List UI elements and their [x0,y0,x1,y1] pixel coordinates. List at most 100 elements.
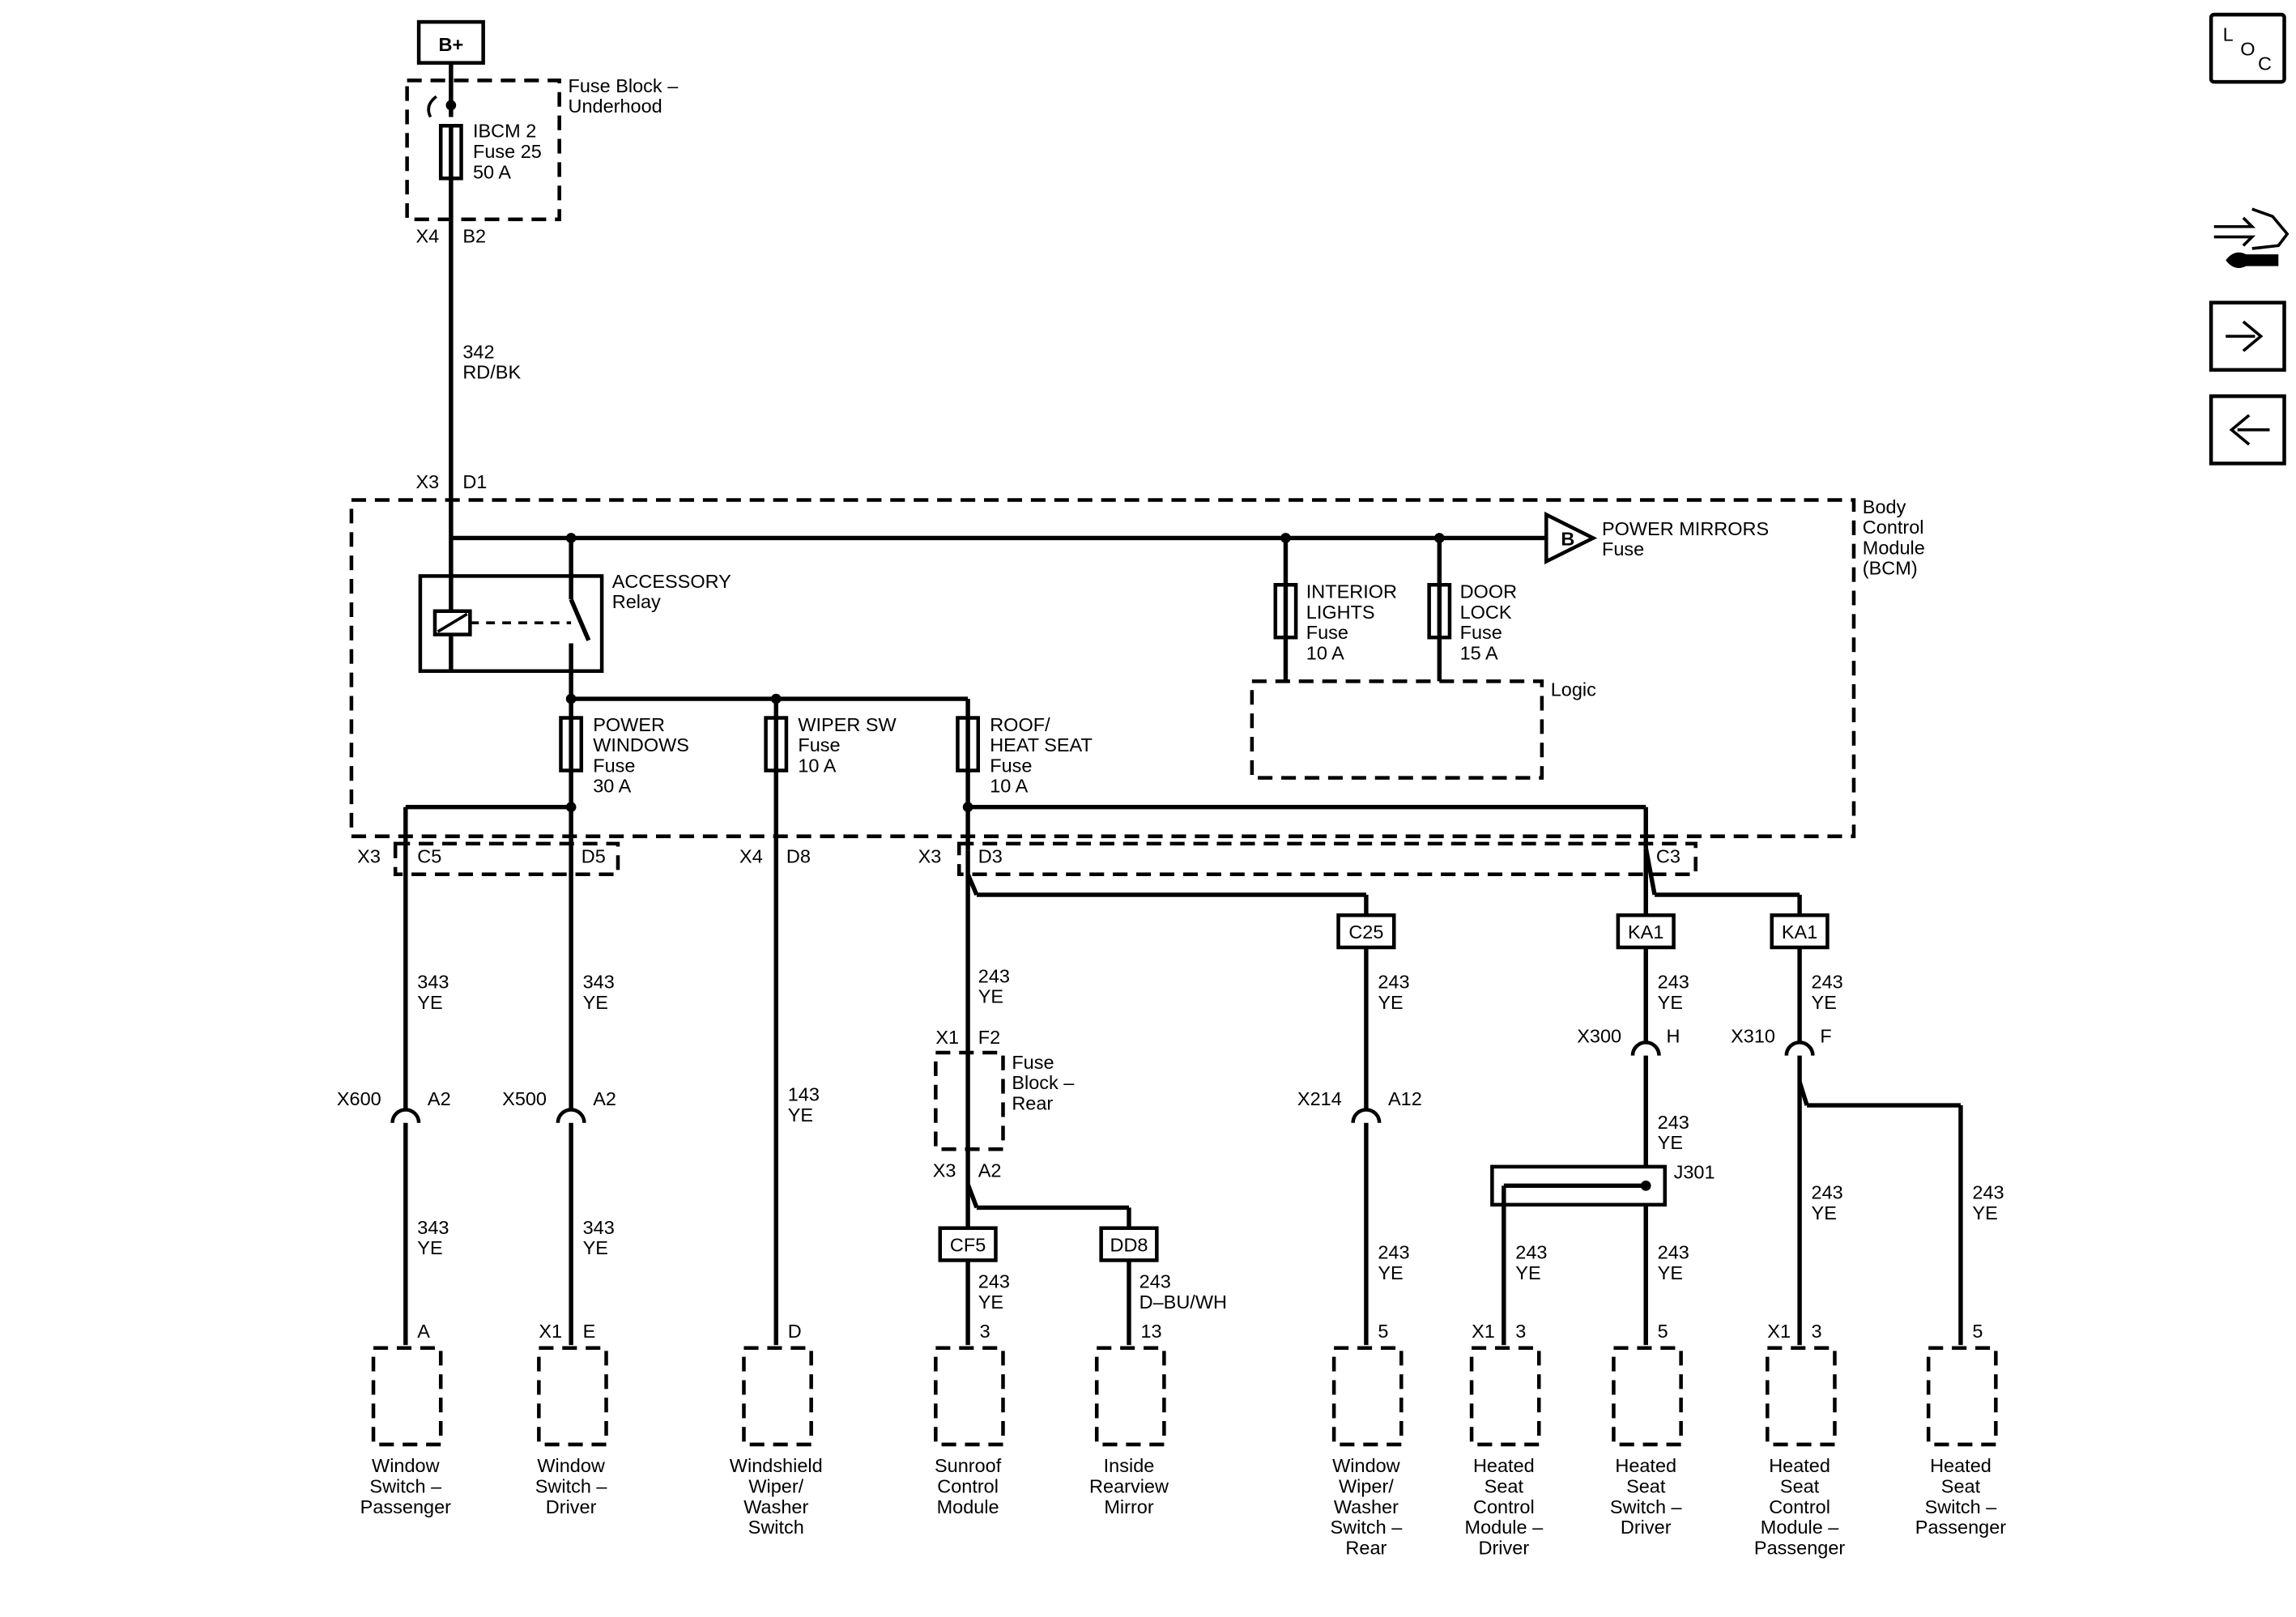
component-pin-conn: X1 [1472,1321,1495,1342]
inline-conn-x310 [1784,1040,1815,1056]
splice-dd8 [1099,1226,1159,1262]
component-pin: 5 [1378,1321,1388,1342]
loc-letter-o: O [2240,39,2255,60]
body-control-module [349,498,1856,839]
bcm-logic [1250,679,1544,780]
component-pin-conn: X1 [1767,1321,1791,1342]
inline-conn-x500-label: X500 [502,1088,547,1109]
power-mirrors-ref: B [1561,529,1574,550]
fuse-block-rear-out-conn: X3 [933,1160,956,1181]
bcm-logic-label: Logic [1551,679,1596,700]
loc-button[interactable]: L O C [2209,12,2286,84]
connector-tools-icon[interactable] [2213,207,2290,269]
component-box [1469,1346,1541,1447]
component-box [1926,1346,1998,1447]
splice-ka1-a [1616,913,1676,950]
component-box [537,1346,608,1447]
fuse-block-rear [934,1050,1005,1151]
component-pin: 13 [1140,1321,1161,1342]
bcm-pin-c5: C5 [417,845,441,866]
bcm-input-conn: X3 [415,471,439,492]
component-pin: A [417,1321,430,1342]
fusible-clip-icon [427,95,437,118]
loc-letter-c: C [2258,53,2272,74]
conn-x4: X4 [415,226,439,247]
component-pin: E [583,1321,596,1342]
component-pin-conn: X1 [539,1321,562,1342]
component-box [1766,1346,1837,1447]
splice-cf5 [938,1226,998,1262]
inline-conn-x214-label: X214 [1297,1088,1342,1109]
splice-ka1-b [1770,913,1830,950]
fuse-block-rear-out-pin: A2 [978,1160,1002,1181]
splice-dd8-label: DD8 [1110,1235,1148,1256]
inline-conn-x310-pin: F [1820,1025,1831,1046]
next-page-button[interactable] [2209,300,2286,372]
arrow-right-icon [2226,320,2264,352]
splice-ka1-b-label: KA1 [1782,921,1817,943]
pin-b2: B2 [462,226,486,247]
inline-conn-x214-pin: A12 [1388,1088,1422,1109]
splice-j301-label: J301 [1674,1161,1715,1182]
inline-conn-x500 [556,1108,586,1123]
component-pin: 5 [1658,1321,1668,1342]
bcm-pin-d8: D8 [786,845,811,866]
inline-conn-x600 [390,1108,421,1123]
bcm-conn-x3-c5-d5 [393,841,620,877]
power-mirrors-ref-arrow [1544,511,1598,565]
component-box [1612,1346,1683,1447]
bcm-conn-x3-d3-c3 [957,841,1698,877]
arrow-left-icon [2229,414,2270,446]
splice-c25-label: C25 [1348,921,1383,943]
fuse-block-rear-in-pin: F2 [978,1027,1000,1048]
bcm-pin-d3: D3 [978,845,1003,866]
battery-positive-label: B+ [439,34,464,55]
component-box [934,1346,1005,1447]
inline-conn-x300-label: X300 [1577,1025,1621,1046]
component-pin: D [788,1321,802,1342]
inline-conn-x310-label: X310 [1731,1025,1775,1046]
previous-page-button[interactable] [2209,394,2286,466]
bcm-input-pin: D1 [462,471,487,492]
relay-switch-contact [569,598,591,641]
component-pin: 3 [1515,1321,1526,1342]
component-box [1094,1346,1166,1447]
loc-letter-l: L [2223,24,2234,45]
